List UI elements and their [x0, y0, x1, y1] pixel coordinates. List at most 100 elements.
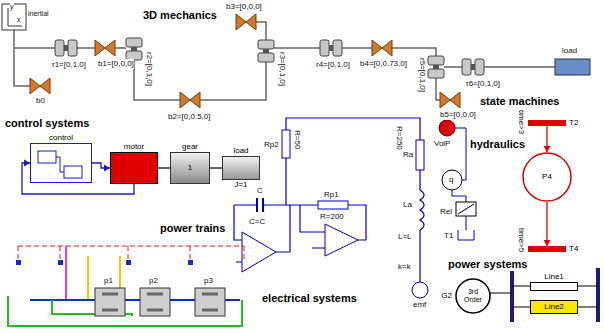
part-label: emf — [413, 300, 426, 310]
control-block — [38, 151, 56, 163]
node-text: Line2 — [544, 302, 564, 312]
part-label: q — [449, 175, 453, 185]
node-text: 1 — [188, 163, 192, 173]
part-label: b1=[0,0,0] — [98, 59, 134, 69]
joint-r2 — [126, 38, 142, 60]
part-label: r5=[0,1,0] — [417, 58, 427, 92]
part-label: Rp2 — [264, 140, 279, 150]
connector-line — [158, 167, 170, 169]
part-label: R=250 — [394, 126, 404, 150]
joint-r1 — [55, 40, 77, 56]
part-label: L=L — [398, 232, 412, 242]
valve-arrow — [458, 204, 474, 214]
circle-shape — [523, 153, 571, 201]
body-b4 — [372, 40, 392, 56]
node-text: J=1 — [234, 180, 247, 190]
control-block: control — [30, 143, 92, 183]
joint-r3 — [258, 40, 274, 62]
inductor-symbol — [420, 190, 424, 230]
node-text: gear — [182, 142, 198, 152]
part-label: C — [257, 186, 263, 196]
part-label: C=C — [249, 217, 265, 227]
line-box: Line2 — [530, 300, 578, 314]
node-text: load — [233, 146, 248, 156]
flange — [126, 260, 131, 265]
body-b2 — [180, 92, 200, 108]
volume-symbol — [439, 120, 455, 136]
capacitor-symbol — [257, 198, 263, 212]
joint-r4 — [320, 40, 342, 56]
transition-bar: T2 — [528, 120, 566, 126]
part-label: VolP — [434, 139, 450, 149]
connector — [544, 126, 551, 152]
part-label: T1 — [444, 231, 453, 241]
bus-bar — [512, 268, 598, 322]
section-heading: electrical systems — [262, 292, 357, 305]
line-box: Line1 — [530, 282, 578, 291]
node-text: P4 — [542, 172, 552, 182]
planetary-gear — [140, 288, 170, 316]
part-label: k=k — [398, 262, 411, 272]
node-text: Line1 — [544, 272, 564, 282]
body-b5 — [440, 92, 460, 108]
opamp-symbol — [242, 232, 276, 272]
part-label: r1=[0,1,0] — [52, 60, 86, 70]
body-b1 — [95, 40, 115, 56]
part-label: p1 — [104, 276, 113, 286]
body-b3 — [236, 14, 256, 30]
circuit-wires — [234, 118, 424, 282]
resistor-symbol — [416, 140, 424, 170]
part-label: time>5 — [516, 228, 526, 252]
control-block — [64, 166, 82, 178]
node-text: motor — [124, 142, 144, 152]
connector — [158, 168, 170, 169]
part-label: Rel — [440, 207, 452, 217]
connector-line — [210, 167, 222, 169]
part-label: Ra — [403, 150, 413, 160]
part-label: b4=[0,0.73,0] — [360, 59, 407, 69]
inertia-block: loadJ=1 — [222, 156, 260, 180]
node-text: T4 — [569, 244, 578, 254]
part-label: r3=[0,1,0] — [277, 52, 287, 86]
part-label: Rp1 — [324, 190, 339, 200]
section-heading: power trains — [160, 222, 225, 235]
part-label: b2=[0,0.5,0] — [168, 112, 210, 122]
connector — [544, 202, 551, 246]
part-label: R=50 — [292, 130, 302, 149]
drive-wire — [65, 246, 67, 300]
part-label: b0 — [36, 96, 45, 106]
joint-r5 — [428, 56, 444, 78]
planetary-gear — [195, 288, 225, 316]
part-label: La — [403, 200, 412, 210]
flange — [188, 260, 193, 265]
joint-r6 — [462, 59, 484, 75]
valve-symbol — [456, 202, 476, 216]
part-label: y — [10, 3, 14, 11]
mechanical-chain — [14, 22, 555, 100]
part-label: R=200 — [320, 212, 344, 222]
part-label: b3=[0,0,0] — [226, 2, 262, 12]
node-text: T2 — [569, 118, 578, 128]
part-label: r4=[0,1,0] — [316, 60, 350, 70]
emf-symbol — [412, 282, 428, 298]
part-label: r6=[0,1,0] — [466, 79, 500, 89]
node-text: 3rd Order — [460, 288, 486, 304]
part-label: p2 — [149, 276, 158, 286]
body-b0 — [30, 78, 50, 94]
generator-circle: 3rd OrderG2 — [455, 278, 491, 314]
flange — [58, 260, 63, 265]
part-label: x — [17, 16, 21, 24]
node-text: G2 — [441, 291, 452, 301]
place-circle: P4 — [522, 152, 572, 202]
flange — [16, 260, 21, 265]
part-label: inertial — [28, 10, 49, 18]
section-heading: power systems — [448, 258, 527, 271]
section-heading: control systems — [5, 117, 89, 130]
wire — [234, 118, 420, 282]
section-heading: state machines — [480, 95, 559, 108]
resistor-symbol — [318, 201, 348, 209]
opamp-symbol — [325, 224, 358, 256]
